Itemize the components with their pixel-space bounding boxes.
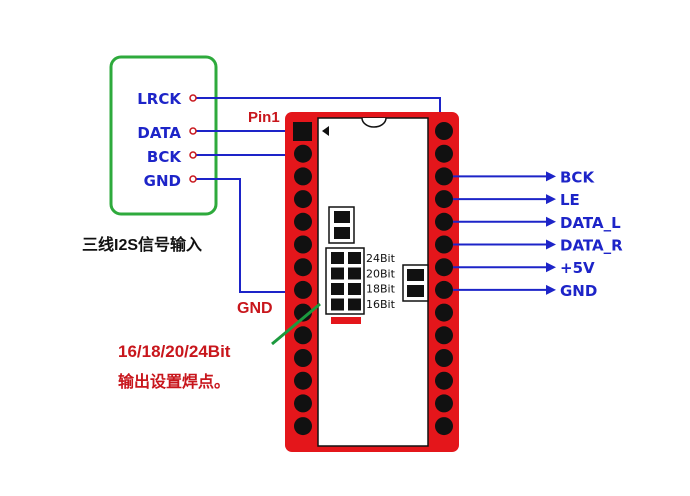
pin1-marker-icon [322,126,329,136]
pin-right-6 [435,235,453,254]
gnd-left-label: GND [237,300,273,317]
pin-left-3 [294,167,312,186]
output-label-5: +5V [560,259,595,277]
bit-label-18bit: 18Bit [366,283,396,296]
bit-pad-r3-c1 [331,283,344,295]
pin-right-1 [435,122,453,140]
pin-right-12 [435,371,453,390]
terminal-lrck [189,94,197,102]
pin-right-4 [435,190,453,209]
output-label-6: GND [560,282,597,300]
setting-note-line2: 输出设置焊点。 [118,372,230,391]
pin-right-11 [435,349,453,367]
bit-pad-r4-c1 [331,298,344,311]
bit-label-24bit: 24Bit [366,252,396,265]
jumper-upper-pad-top [334,211,350,223]
jumper-right [402,264,429,302]
pin-left-5 [294,212,312,231]
jumper-right-pad-bottom [407,285,424,297]
output-arrow-icon-6 [546,284,556,295]
pin-left-1-square [293,122,312,141]
input-label-gnd: GND [144,172,181,190]
chip-notch [361,117,387,128]
pin-right-2 [435,144,453,163]
output-arrow-icon-3 [546,216,556,227]
bit-setting-block [325,247,365,315]
pin-right-3 [435,167,453,186]
pin-left-6 [294,235,312,254]
bit-pad-r3-c2 [348,283,361,295]
wire-lrck [193,97,441,118]
pin-right-9 [435,303,453,322]
input-wires [193,97,441,293]
bit-label-20bit: 20Bit [366,267,396,280]
bit-setting-indicator [331,317,361,324]
jumper-upper [328,206,355,244]
pin-left-7 [294,258,312,277]
input-label-lrck: LRCK [137,90,182,108]
input-label-bck: BCK [147,148,182,166]
pin-left-8 [294,280,312,299]
pin-left-12 [294,371,312,390]
pin-left-14 [294,417,312,436]
wire-gnd [193,178,294,293]
pin-right-14 [435,417,453,436]
output-label-1: BCK [560,168,595,186]
output-label-4: DATA_R [560,237,623,255]
pin1-label: Pin1 [248,109,280,126]
output-arrow-icon-2 [546,194,556,205]
pin-left-11 [294,349,312,367]
pin-left-10 [294,326,312,345]
pin-right-5 [435,212,453,231]
terminal-gnd [189,175,197,183]
pin-right-10 [435,326,453,345]
input-box [109,55,218,216]
pin-left-9 [294,303,312,322]
bit-pad-r2-c1 [331,267,344,280]
pin-right-13 [435,394,453,413]
input-caption: 三线I2S信号输入 [82,235,202,254]
jumper-upper-pad-bottom [334,227,350,239]
terminal-data [189,127,197,135]
bit-pad-r1-c2 [348,252,361,264]
pin-left-2 [294,144,312,163]
input-terminals [189,94,197,183]
output-arrow-icon-4 [546,239,556,250]
output-label-3: DATA_L [560,214,621,232]
pin-right-8 [435,280,453,299]
pin-right-7 [435,258,453,277]
output-signals: BCK LE DATA_L DATA_R +5V GND [453,168,623,300]
bit-pad-r1-c1 [331,252,344,264]
pin-left-13 [294,394,312,413]
bit-labels: 24Bit 20Bit 18Bit 16Bit [366,252,396,311]
output-arrow-icon-5 [546,262,556,273]
output-arrow-icon-1 [546,171,556,182]
callout-line [271,302,321,346]
pin-left-4 [294,190,312,209]
jumper-right-pad-top [407,269,424,281]
chip-pins [293,122,453,436]
bit-label-16bit: 16Bit [366,298,396,311]
terminal-bck [189,151,197,159]
output-label-2: LE [560,191,580,209]
bit-pad-r4-c2 [348,298,361,311]
input-label-data: DATA [137,124,181,142]
setting-note-line1: 16/18/20/24Bit [118,342,231,361]
bit-pad-r2-c2 [348,267,361,280]
